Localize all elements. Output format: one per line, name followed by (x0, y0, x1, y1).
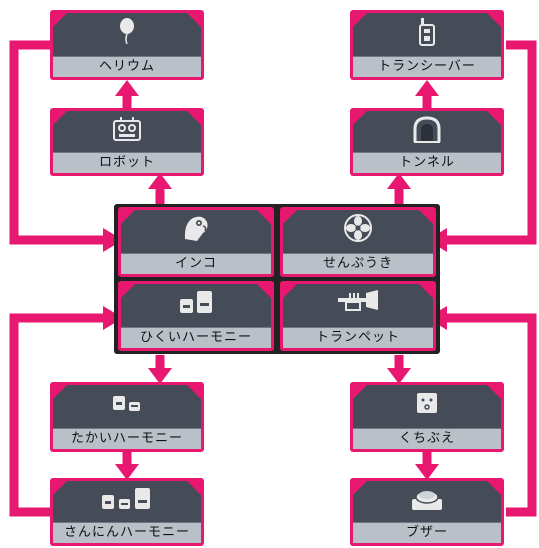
balloon-icon (53, 16, 201, 46)
node-triple-harmony: さんにんハーモニー (50, 478, 204, 546)
node-fan-label: せんぷうき (283, 253, 433, 274)
node-robot: ロボット (50, 108, 204, 176)
node-parrot: インコ (118, 207, 274, 277)
node-tunnel-label: トンネル (353, 152, 501, 173)
arrow-triple-to-low (9, 313, 106, 517)
node-fan: せんぷうき (280, 207, 436, 277)
node-transceiver: トランシーバー (350, 10, 504, 80)
node-whistle: くちぶえ (350, 382, 504, 452)
node-buzzer: ブザー (350, 478, 504, 546)
node-helium: ヘリウム (50, 10, 204, 80)
node-trumpet: トランペット (280, 281, 436, 351)
whistle-icon (353, 388, 501, 418)
trumpet-icon (283, 287, 433, 317)
buzzer-icon (353, 484, 501, 514)
arrow-buzzer-to-trumpet (444, 313, 537, 517)
fan-icon (283, 213, 433, 243)
node-low-harmony-label: ひくいハーモニー (121, 327, 271, 348)
node-high-harmony: たかいハーモニー (50, 382, 204, 452)
high-harmony-icon (53, 388, 201, 418)
arrow-transceiver-to-fan (444, 40, 537, 245)
node-buzzer-label: ブザー (353, 522, 501, 543)
center-block: インコ せんぷうき ひくいハーモニー トランペット (114, 204, 440, 354)
node-tunnel: トンネル (350, 108, 504, 176)
low-harmony-icon (121, 287, 271, 317)
walkie-talkie-icon (353, 16, 501, 46)
node-robot-label: ロボット (53, 152, 201, 173)
node-high-harmony-label: たかいハーモニー (53, 428, 201, 449)
node-trumpet-label: トランペット (283, 327, 433, 348)
arrow-helium-to-parrot (9, 40, 106, 245)
node-transceiver-label: トランシーバー (353, 56, 501, 77)
tunnel-icon (353, 114, 501, 144)
node-parrot-label: インコ (121, 253, 271, 274)
node-whistle-label: くちぶえ (353, 428, 501, 449)
node-helium-label: ヘリウム (53, 56, 201, 77)
node-low-harmony: ひくいハーモニー (118, 281, 274, 351)
robot-icon (53, 114, 201, 144)
node-triple-harmony-label: さんにんハーモニー (53, 522, 201, 543)
parrot-icon (121, 213, 271, 243)
triple-harmony-icon (53, 484, 201, 514)
